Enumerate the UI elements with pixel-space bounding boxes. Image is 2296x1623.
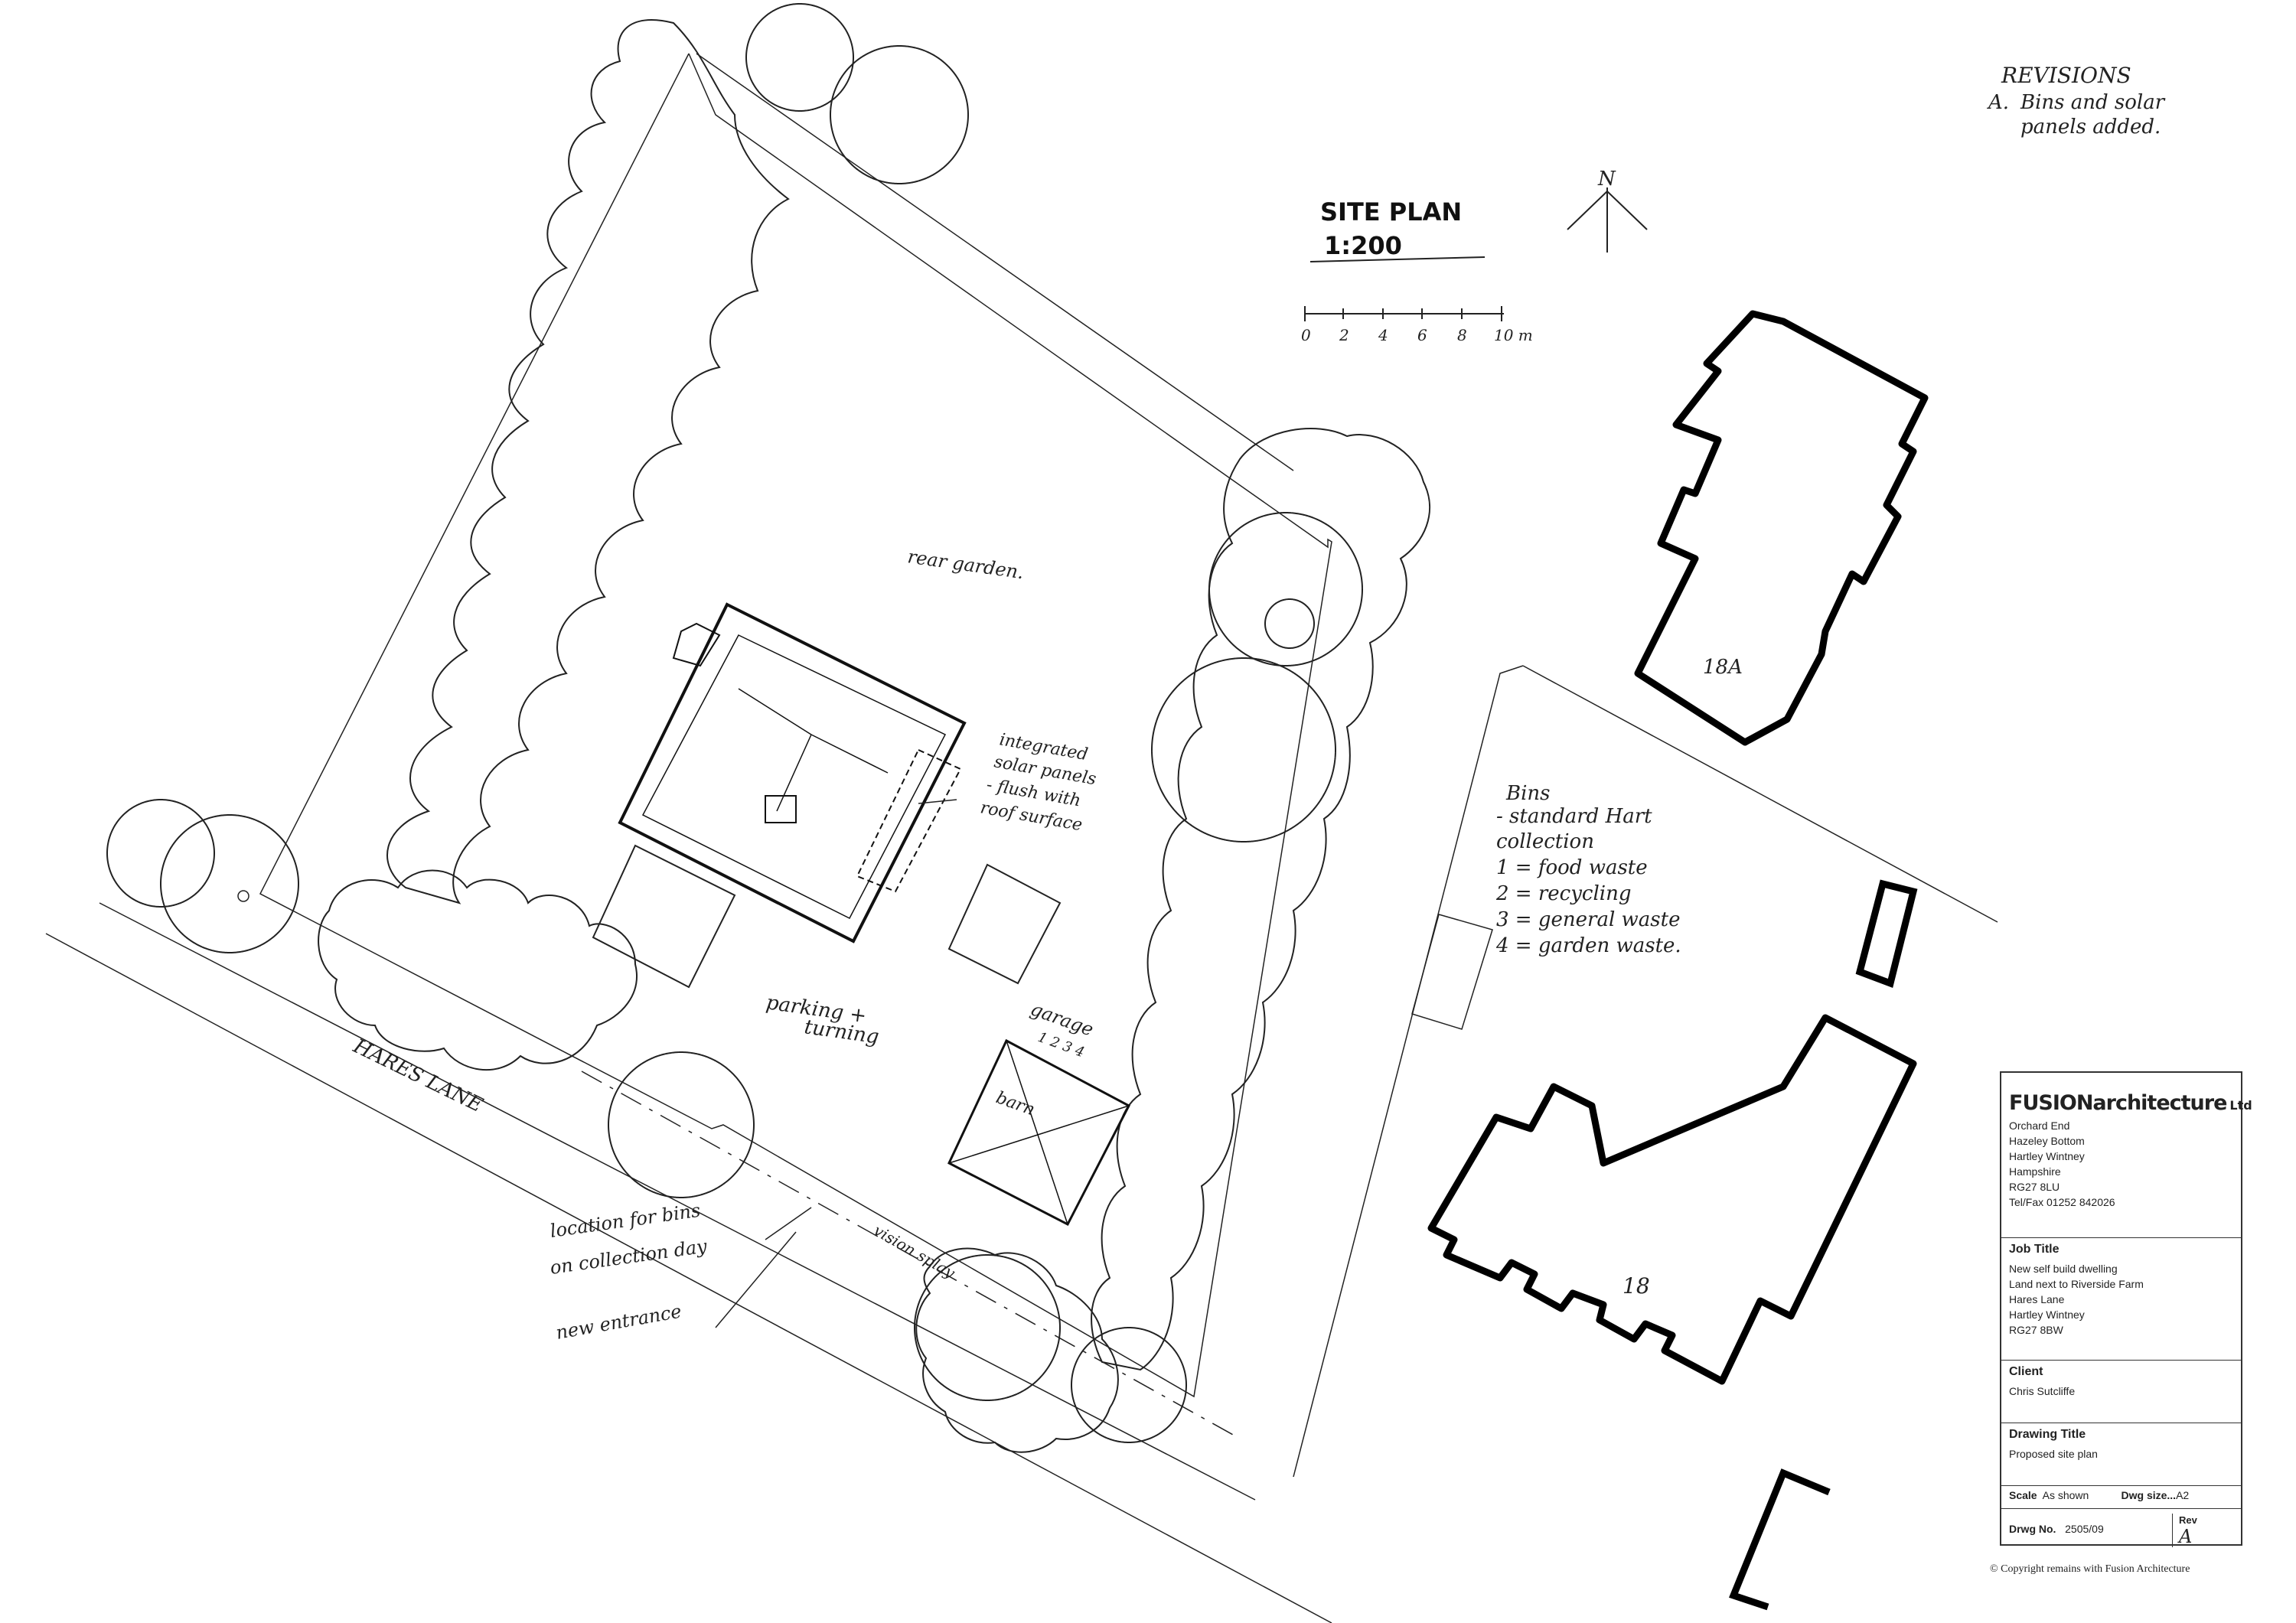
revision-letter: A. xyxy=(1987,91,2009,114)
hedge-south xyxy=(318,869,638,1071)
site-boundary xyxy=(237,53,1332,1398)
label-bins-5: 2 = recycling xyxy=(1495,882,1632,905)
garage-building xyxy=(947,1038,1131,1227)
scale-tick-4: 4 xyxy=(1378,326,1388,344)
tree xyxy=(745,3,854,112)
tree xyxy=(1208,512,1363,666)
label-bins-2: - standard Hart xyxy=(1496,805,1652,828)
job-title-line: Land next to Riverside Farm xyxy=(2009,1278,2144,1290)
scale-tick-6: 6 xyxy=(1417,326,1427,344)
dwg-size-label: Dwg size... xyxy=(2121,1489,2177,1501)
title-line2: 1:200 xyxy=(1324,231,1402,260)
label-bins-3: collection xyxy=(1496,830,1594,853)
label-location-bins-1: location for bins xyxy=(549,1200,702,1242)
scale-tick-2: 2 xyxy=(1339,326,1349,344)
label-parking-2: turning xyxy=(803,1015,880,1048)
structure-south xyxy=(1729,1468,1831,1611)
job-title-line: Hartley Wintney xyxy=(2009,1309,2085,1321)
north-label: N xyxy=(1597,168,1616,191)
scale-tick-10: 10 m xyxy=(1494,326,1533,344)
job-title-line: Hares Lane xyxy=(2009,1293,2065,1305)
drawing-title-label: Drawing Title xyxy=(2009,1428,2086,1441)
drwg-no-value: 2505/09 xyxy=(2065,1523,2104,1535)
client-value: Chris Sutcliffe xyxy=(2009,1385,2076,1397)
label-bins-1: Bins xyxy=(1505,782,1551,805)
north-arrow-icon xyxy=(1567,187,1648,253)
label-bins-4: 1 = food waste xyxy=(1496,856,1648,879)
hedge-west xyxy=(386,19,790,904)
firm-address: Orchard End Hazeley Bottom Hartley Wintn… xyxy=(2009,1118,2233,1210)
tree xyxy=(1071,1327,1187,1443)
tree xyxy=(1264,598,1315,649)
road-hares-lane xyxy=(45,902,1332,1623)
tree xyxy=(106,799,215,908)
tree xyxy=(1151,657,1336,842)
firm-suffix: Ltd xyxy=(2229,1098,2252,1113)
parking-pads xyxy=(592,844,1062,989)
label-garage: garage xyxy=(1028,998,1096,1040)
revision-text-line1: Bins and solar xyxy=(2020,91,2166,114)
site-plan-title: SITE PLAN 1:200 xyxy=(1309,197,1486,262)
revisions-note: REVISIONS A. Bins and solar panels added… xyxy=(1987,63,2166,139)
title-line1: SITE PLAN xyxy=(1320,197,1462,227)
client-label: Client xyxy=(2009,1365,2043,1378)
copyright-notice: © Copyright remains with Fusion Architec… xyxy=(1990,1563,2190,1575)
label-new-entrance: new entrance xyxy=(554,1301,683,1344)
scale-value: As shown xyxy=(2042,1489,2089,1501)
tree xyxy=(608,1051,755,1198)
drawing-title-value: Proposed site plan xyxy=(2009,1448,2098,1460)
hedge-east xyxy=(1091,428,1430,1371)
tree xyxy=(914,1254,1061,1401)
scale-bar-ticks: 0 2 4 6 8 10 m xyxy=(1301,326,1533,344)
rev-label: Rev xyxy=(2179,1514,2197,1526)
scale-label: Scale xyxy=(2009,1489,2037,1501)
scale-tick-0: 0 xyxy=(1301,326,1311,344)
address-line: Orchard End xyxy=(2009,1119,2070,1132)
job-title-section: Job Title New self build dwelling Land n… xyxy=(2001,1237,2241,1360)
scale-bar xyxy=(1304,306,1504,321)
proposed-dwelling xyxy=(618,602,967,943)
label-bins-6: 3 = general waste xyxy=(1496,908,1680,931)
trees xyxy=(106,3,1363,1443)
plan-labels: rear garden. integrated solar panels - f… xyxy=(349,546,1743,1344)
neighbour-road xyxy=(1293,665,1998,1478)
revision-text-line2: panels added. xyxy=(2020,116,2161,139)
label-location-bins-2: on collection day xyxy=(549,1235,709,1279)
drawing-title-section: Drawing Title Proposed site plan xyxy=(2001,1423,2241,1485)
revisions-heading: REVISIONS xyxy=(2001,63,2131,88)
label-vision-splay: vision splay xyxy=(871,1221,959,1282)
label-hares-lane: HARES LANE xyxy=(349,1035,486,1117)
address-line: RG27 8LU xyxy=(2009,1181,2060,1193)
hedge-southeast xyxy=(915,1247,1119,1453)
client-section: Client Chris Sutcliffe xyxy=(2001,1360,2241,1423)
house-18a xyxy=(1634,310,1929,746)
label-rear-garden: rear garden. xyxy=(906,546,1025,583)
house-18 xyxy=(1427,1014,1917,1385)
firm-name: FUSIONarchitecture xyxy=(2009,1091,2227,1115)
rev-value: A xyxy=(2179,1526,2193,1547)
shed xyxy=(1855,879,1918,988)
scale-section: Scale As shown Dwg size...A2 xyxy=(2001,1485,2241,1508)
address-line: Hartley Wintney xyxy=(2009,1150,2085,1162)
drwg-no-section: Drwg No. 2505/09 Rev A xyxy=(2001,1508,2241,1547)
label-barn: barn xyxy=(993,1088,1037,1119)
tree xyxy=(160,814,299,953)
dwg-size-value: A2 xyxy=(2176,1489,2190,1501)
label-bins-7: 4 = garden waste. xyxy=(1495,934,1681,957)
tree xyxy=(830,45,969,184)
drwg-no-label: Drwg No. xyxy=(2009,1523,2056,1535)
scale-tick-8: 8 xyxy=(1457,326,1467,344)
job-title-label: Job Title xyxy=(2009,1243,2060,1256)
address-line: Hampshire xyxy=(2009,1165,2061,1178)
job-title-line: RG27 8BW xyxy=(2009,1324,2063,1336)
job-title-line: New self build dwelling xyxy=(2009,1263,2118,1275)
label-house-18a: 18A xyxy=(1703,656,1743,679)
address-line: Hazeley Bottom xyxy=(2009,1135,2085,1147)
label-house-18: 18 xyxy=(1623,1273,1650,1299)
address-line: Tel/Fax 01252 842026 xyxy=(2009,1196,2115,1208)
